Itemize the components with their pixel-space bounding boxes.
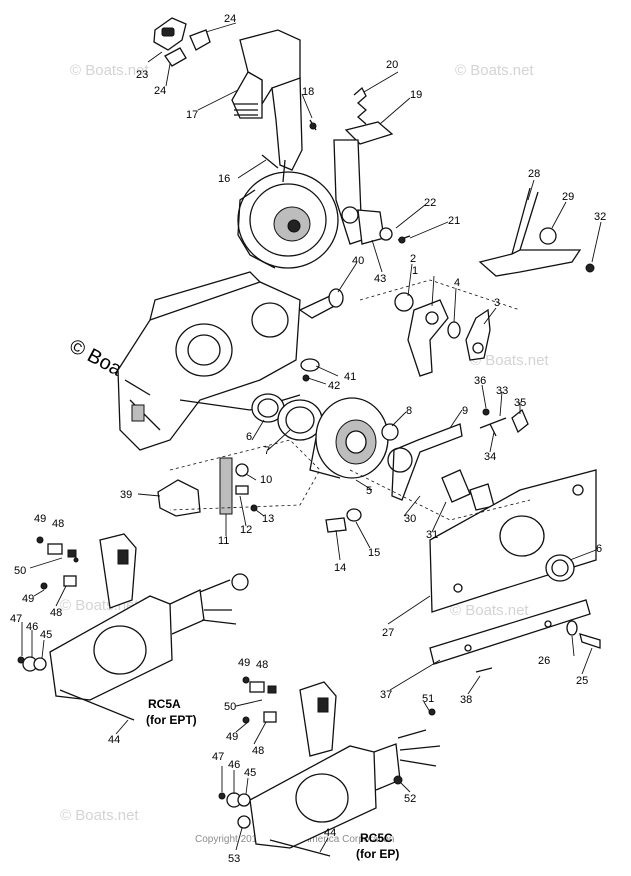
- detent-parts-33-36: [479, 408, 529, 437]
- ring-6-washer-26-bolt-25: [545, 554, 601, 649]
- callout-52: 52: [404, 793, 416, 805]
- callout-14: 14: [334, 562, 346, 574]
- callout-33: 33: [496, 385, 508, 397]
- small-bracket-23-24: [153, 17, 211, 67]
- gear-wheel-5: [309, 397, 389, 479]
- model-captions: RC5A (for EPT) RC5C (for EP): [146, 697, 399, 861]
- plate-37-screw-38: [429, 599, 591, 673]
- callout-46a: 46: [26, 621, 38, 633]
- callout-30: 30: [404, 513, 416, 525]
- callout-13: 13: [262, 513, 274, 525]
- callout-2: 2: [410, 253, 416, 265]
- callout-49a: 49: [34, 513, 46, 525]
- callout-19: 19: [410, 89, 422, 101]
- callout-26: 26: [538, 655, 550, 667]
- callout-40: 40: [352, 255, 364, 267]
- callout-7: 7: [264, 445, 270, 457]
- caption-rc5c: RC5C: [360, 831, 393, 845]
- watermark-mid-right: © Boats.net: [470, 352, 549, 369]
- callout-43: 43: [374, 273, 386, 285]
- callout-39: 39: [120, 489, 132, 501]
- callout-6a: 6: [246, 431, 252, 443]
- callout-45b: 45: [244, 767, 256, 779]
- callout-51: 51: [422, 693, 434, 705]
- misc-parts-10-15-39: [157, 457, 362, 533]
- callout-18: 18: [302, 86, 314, 98]
- control-housing: [117, 271, 301, 451]
- washer-bolt-21-22: [379, 227, 411, 244]
- callout-53: 53: [228, 853, 240, 865]
- lever-spring-assembly: [309, 86, 394, 245]
- callout-12: 12: [240, 524, 252, 536]
- callout-34: 34: [484, 451, 496, 463]
- bracket-28-29-32: [478, 187, 595, 277]
- callout-48a: 48: [52, 518, 64, 530]
- callout-11: 11: [218, 535, 229, 547]
- shift-arm-assembly: [231, 29, 339, 269]
- callout-49d: 49: [226, 731, 238, 743]
- callout-48b: 48: [50, 607, 62, 619]
- callout-32: 32: [594, 211, 606, 223]
- callout-44a: 44: [108, 734, 120, 746]
- callout-6b: 6: [596, 543, 602, 555]
- callout-35: 35: [514, 397, 526, 409]
- callout-1: 1: [412, 265, 418, 277]
- side-plate-27: [429, 469, 597, 613]
- callout-10: 10: [260, 474, 272, 486]
- callout-47a: 47: [10, 613, 22, 625]
- callout-8: 8: [406, 405, 412, 417]
- callout-22: 22: [424, 197, 436, 209]
- linkage-8-9-30-31: [381, 423, 495, 511]
- callout-16: 16: [218, 173, 230, 185]
- callout-5: 5: [366, 485, 372, 497]
- callout-50b: 50: [224, 701, 236, 713]
- callout-25: 25: [576, 675, 588, 687]
- callout-50a: 50: [14, 565, 26, 577]
- caption-rc5a: RC5A: [148, 697, 181, 711]
- callout-15: 15: [368, 547, 380, 559]
- callout-48c: 48: [256, 659, 268, 671]
- callout-36: 36: [474, 375, 486, 387]
- caption-rc5c-sub: (for EP): [356, 847, 399, 861]
- callout-3: 3: [494, 297, 500, 309]
- watermark-top-right: © Boats.net: [455, 62, 534, 79]
- leader-lines: [21, 22, 602, 853]
- callout-27: 27: [382, 627, 394, 639]
- watermark-top-left: © Boats.net: [70, 62, 149, 79]
- callout-4: 4: [454, 277, 460, 289]
- callout-47b: 47: [212, 751, 224, 763]
- callout-41: 41: [344, 371, 356, 383]
- callout-44b: 44: [324, 827, 336, 839]
- callout-29: 29: [562, 191, 574, 203]
- caption-rc5a-sub: (for EPT): [146, 713, 197, 727]
- part-callouts: 1 2 3 4 5 6 6 7 8 9 10 11 12 13 14 15 16…: [10, 13, 606, 865]
- callout-42: 42: [328, 380, 340, 392]
- group-outlines: [169, 279, 531, 521]
- shaft-40: [298, 288, 344, 319]
- watermark-bottom-left: © Boats.net: [60, 807, 139, 824]
- callout-37: 37: [380, 689, 392, 701]
- callout-46b: 46: [228, 759, 240, 771]
- callout-24b: 24: [154, 85, 166, 97]
- callout-24a: 24: [224, 13, 236, 25]
- callout-49b: 49: [22, 593, 34, 605]
- callout-20: 20: [386, 59, 398, 71]
- cam-assembly-1-4: [394, 292, 491, 377]
- callout-21: 21: [448, 215, 460, 227]
- remote-control-rc5c: [218, 676, 441, 857]
- callout-48d: 48: [252, 745, 264, 757]
- remote-control-rc5a: [17, 533, 249, 721]
- callout-9: 9: [462, 405, 468, 417]
- watermark-lower-right: © Boats.net: [450, 602, 529, 619]
- callout-45a: 45: [40, 629, 52, 641]
- callout-17: 17: [186, 109, 198, 121]
- callout-49c: 49: [238, 657, 250, 669]
- callout-38: 38: [460, 694, 472, 706]
- callout-31: 31: [426, 529, 438, 541]
- rings-6-7: [251, 393, 323, 441]
- nut-washer-41-42: [300, 358, 320, 382]
- callout-23: 23: [136, 69, 148, 81]
- callout-28: 28: [528, 168, 540, 180]
